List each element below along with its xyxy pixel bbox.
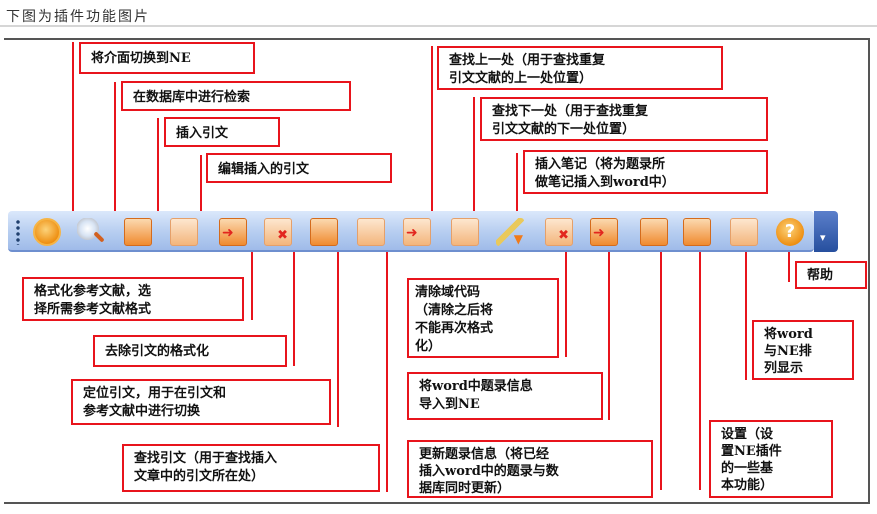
insert-citation-icon[interactable] [124,218,152,246]
connector-line [337,252,339,427]
endnote-logo-icon[interactable] [33,218,61,246]
callout-edit-citation: 编辑插入的引文 [206,153,392,183]
callout-switch-ne: 将介面切换到NE [79,42,255,74]
remove-formatting-icon[interactable] [264,218,292,246]
connector-line [431,46,433,214]
toolbar-grip-handle[interactable] [16,219,20,245]
page-title: 下图为插件功能图片 [6,9,150,25]
callout-insert-citation: 插入引文 [164,117,280,147]
connector-line [293,252,295,366]
connector-line [251,252,253,320]
callout-help: 帮助 [795,261,867,289]
callout-settings: 设置（设 置NE插件 的一些基 本功能） [709,420,833,498]
clear-field-codes-icon[interactable] [545,218,573,246]
callout-update-records: 更新题录信息（将已经 插入word中的题录与数 据库同时更新） [407,440,653,498]
connector-line [386,252,388,492]
locate-citation-icon[interactable] [310,218,338,246]
callout-locate-citation: 定位引文，用于在引文和 参考文献中进行切换 [71,379,331,425]
format-bibliography-icon[interactable] [219,218,247,246]
connector-line [114,82,116,214]
connector-line [157,118,159,214]
magnifier-icon[interactable] [77,218,105,246]
connector-line [660,252,662,490]
help-icon[interactable]: ? [776,218,804,246]
connector-line [200,155,202,214]
edit-citation-icon[interactable] [170,218,198,246]
connector-line [473,97,475,214]
update-records-icon[interactable] [640,218,668,246]
toolbar-overflow-button[interactable]: ▾ [814,211,838,252]
callout-remove-formatting: 去除引文的格式化 [93,335,287,367]
callout-find-previous: 查找上一处（用于查找重复 引文文献的上一处位置） [437,46,723,90]
callout-find-next: 查找下一处（用于查找重复 引文文献的下一处位置） [480,97,768,141]
import-database-icon[interactable] [590,218,618,246]
callout-insert-note: 插入笔记（将为题录所 做笔记插入到word中） [523,150,768,194]
callout-format-bibliography: 格式化参考文献，选 择所需参考文献格式 [22,277,244,321]
settings-icon[interactable] [683,218,711,246]
connector-line [565,252,567,357]
pencil-down-icon[interactable] [496,218,524,246]
callout-tile-windows: 将word 与NE排 列显示 [752,320,854,380]
callout-clear-field-codes: 清除域代码 （清除之后将 不能再次格式 化） [407,278,559,358]
callout-import-to-ne: 将word中题录信息 导入到NE [407,372,603,420]
title-divider [0,25,877,27]
chevron-down-icon: ▾ [820,231,826,244]
find-next-icon[interactable] [451,218,479,246]
connector-line [608,252,610,420]
find-previous-icon[interactable] [403,218,431,246]
diagram-frame [4,38,870,504]
connector-line [788,252,790,282]
connector-line [72,42,74,214]
find-citation-icon[interactable] [357,218,385,246]
connector-line [745,252,747,380]
callout-find-citation: 查找引文（用于查找插入 文章中的引文所在处） [122,444,380,492]
connector-line [699,252,701,490]
tile-windows-icon[interactable] [730,218,758,246]
callout-search-database: 在数据库中进行检索 [121,81,351,111]
connector-line [516,153,518,214]
